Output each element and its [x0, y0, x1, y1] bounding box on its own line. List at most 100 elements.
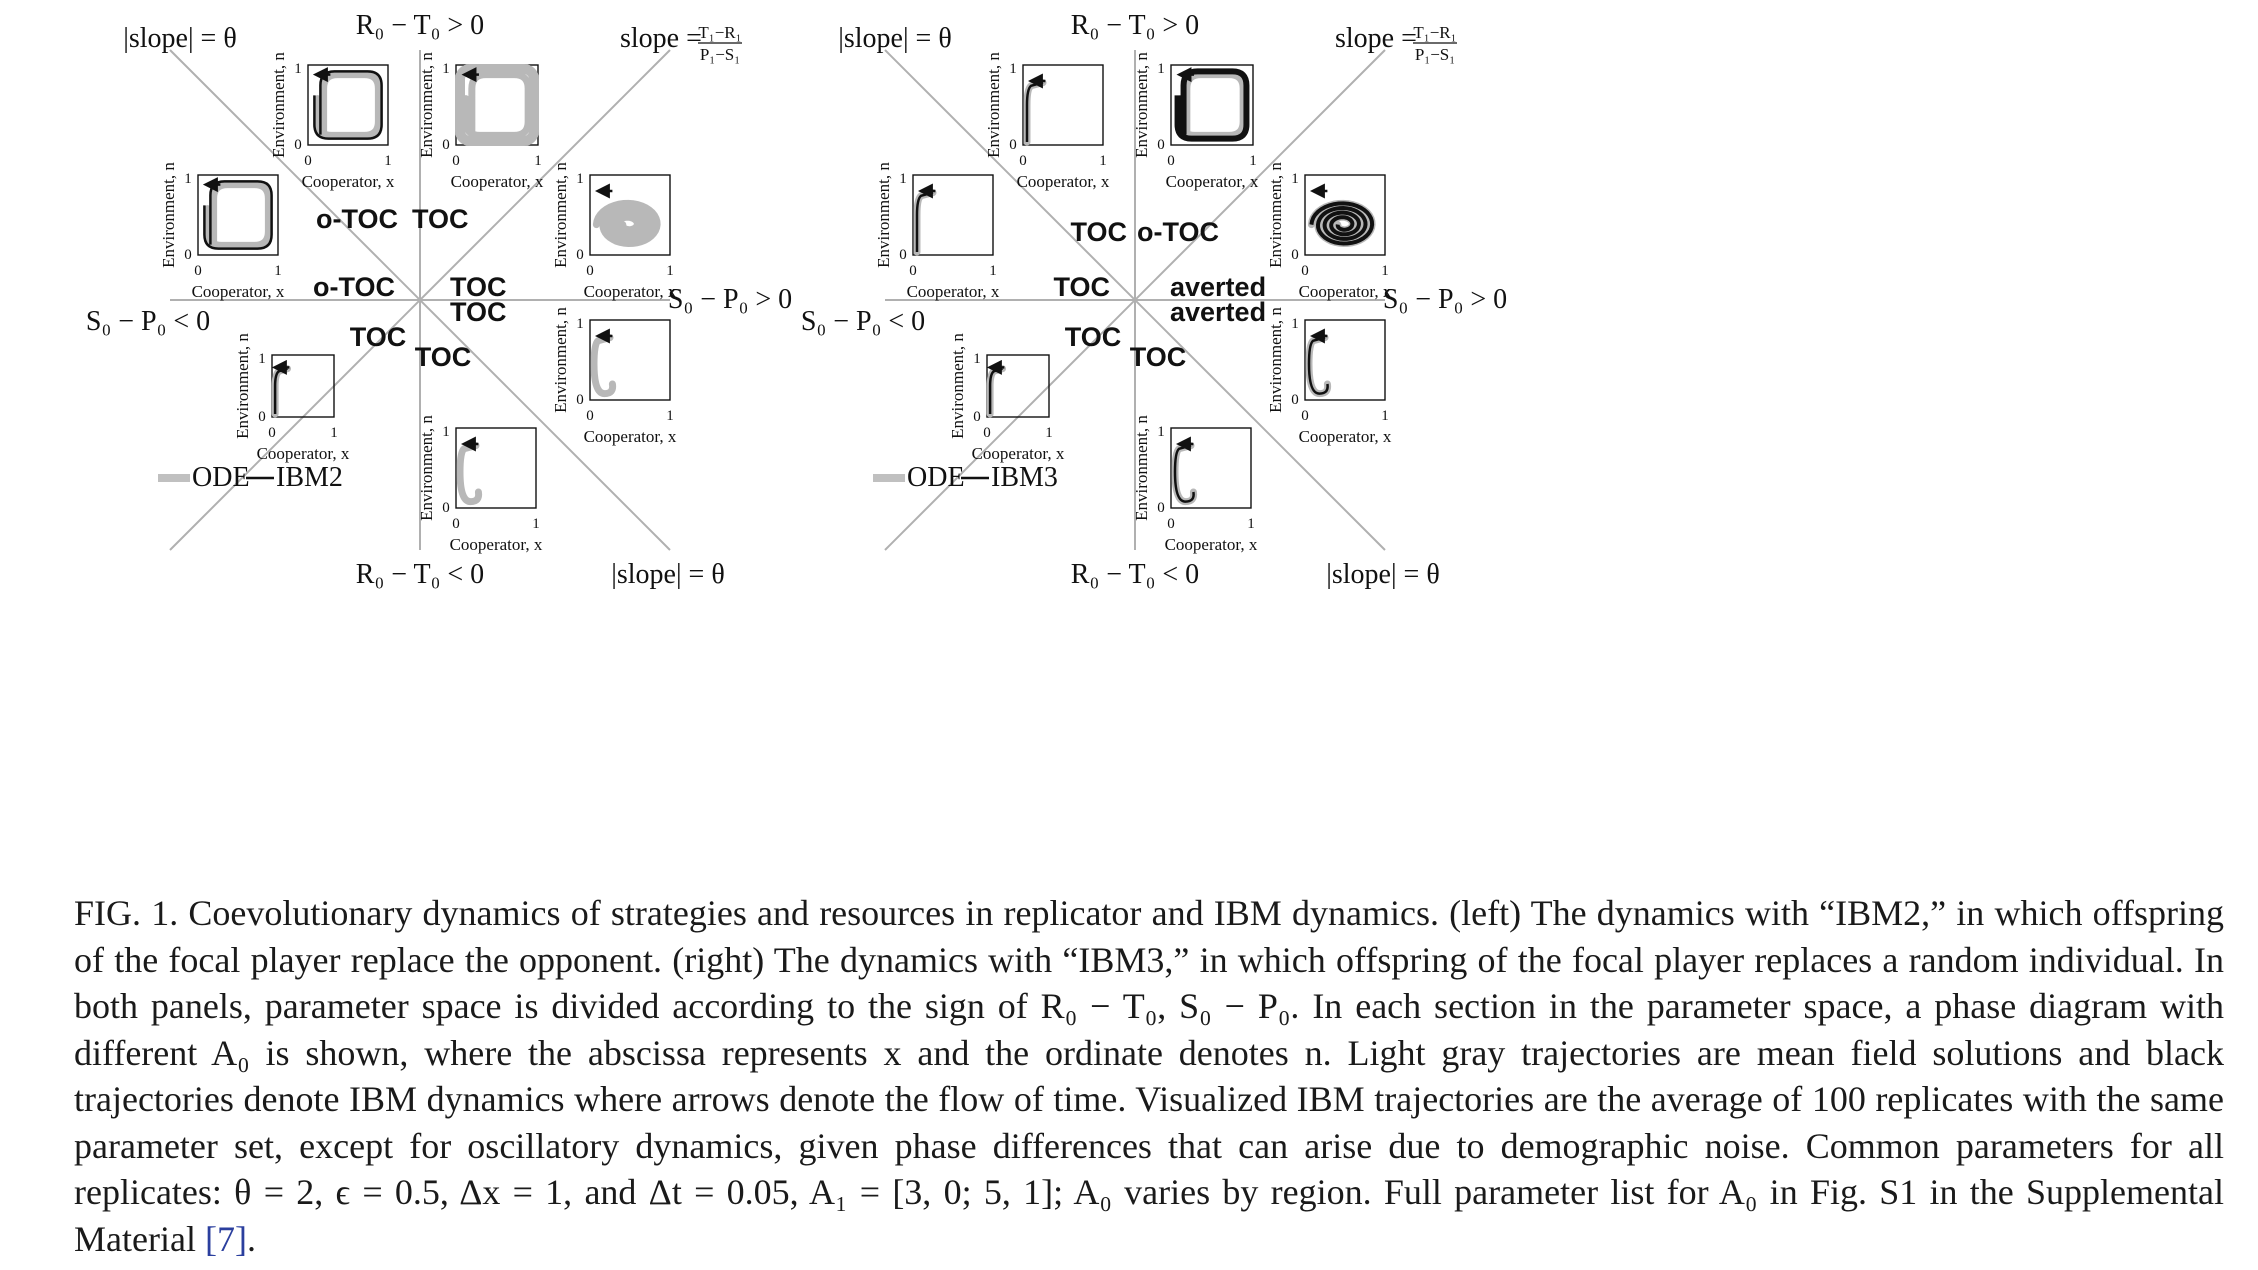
x-tick-1: 1 [1381, 408, 1389, 424]
y-axis-label: Environment, n [948, 333, 967, 439]
y-tick-0: 0 [576, 247, 584, 263]
legend-ibm-label: IBM2 [276, 462, 343, 493]
y-axis-label: Environment, n [233, 333, 252, 439]
x-tick-1: 1 [989, 263, 997, 279]
x-tick-1: 1 [1249, 153, 1257, 169]
x-tick-1: 1 [330, 425, 338, 441]
region-label: o-TOC [1137, 217, 1219, 247]
ibm-trajectory [1173, 444, 1195, 503]
x-axis-label: Cooperator, x [192, 282, 285, 301]
y-axis-label: Environment, n [551, 162, 570, 268]
inset-frame [912, 174, 994, 256]
bottom-axis-label: R₀ − T₀ < 0 [356, 559, 484, 590]
inset-frame [1170, 427, 1252, 509]
y-tick-1: 1 [1291, 316, 1299, 332]
slope-fraction-numerator: T₁−R₁ [1413, 23, 1456, 42]
x-axis-label: Cooperator, x [451, 172, 544, 191]
x-axis-label: Cooperator, x [1165, 535, 1258, 554]
x-tick-0: 0 [194, 263, 202, 279]
x-tick-0: 0 [983, 425, 991, 441]
x-axis-label: Cooperator, x [1299, 427, 1392, 446]
x-tick-0: 0 [586, 263, 594, 279]
panel-right: R₀ − T₀ > 0R₀ − T₀ < 0S₀ − P₀ < 0S₀ − P₀… [801, 10, 1507, 590]
slope-fraction-denominator: P₁−S₁ [700, 45, 740, 64]
x-tick-1: 1 [666, 408, 674, 424]
y-tick-0: 0 [442, 137, 450, 153]
y-axis-label: Environment, n [551, 307, 570, 413]
x-tick-0: 0 [268, 425, 276, 441]
ode-trajectory [592, 199, 661, 248]
x-tick-1: 1 [274, 263, 282, 279]
ode-trajectory [204, 181, 272, 249]
y-axis-label: Environment, n [1266, 307, 1285, 413]
x-tick-0: 0 [1301, 263, 1309, 279]
x-axis-label: Cooperator, x [257, 444, 350, 463]
left-axis-label: S₀ − P₀ < 0 [801, 306, 925, 337]
top-axis-label: R₀ − T₀ > 0 [356, 10, 484, 41]
x-tick-1: 1 [384, 153, 392, 169]
y-axis-label: Environment, n [159, 162, 178, 268]
y-tick-1: 1 [184, 171, 192, 187]
x-axis-label: Cooperator, x [1299, 282, 1392, 301]
x-tick-0: 0 [1167, 153, 1175, 169]
y-axis-label: Environment, n [269, 52, 288, 158]
region-label: TOC [1065, 322, 1122, 352]
x-axis-label: Cooperator, x [450, 535, 543, 554]
inset-frame [589, 174, 671, 256]
right-axis-label: S₀ − P₀ > 0 [1383, 284, 1507, 315]
diagonal-slope-ratio [884, 49, 1386, 551]
inset-frame [1304, 319, 1386, 401]
y-tick-0: 0 [1157, 500, 1165, 516]
region-label: TOC [1053, 272, 1110, 302]
region-label: averted [1170, 297, 1266, 327]
y-tick-0: 0 [576, 392, 584, 408]
inset-frame [1304, 174, 1386, 256]
region-label: TOC [412, 204, 469, 234]
y-tick-0: 0 [294, 137, 302, 153]
y-axis-label: Environment, n [1266, 162, 1285, 268]
x-axis-label: Cooperator, x [302, 172, 395, 191]
x-tick-0: 0 [304, 153, 312, 169]
y-tick-0: 0 [1291, 392, 1299, 408]
y-tick-1: 1 [1291, 171, 1299, 187]
ode-trajectory [590, 334, 617, 398]
reference-link[interactable]: [7] [204, 1218, 247, 1259]
diagonal-slope-ratio [169, 49, 671, 551]
figure: R₀ − T₀ > 0 R₀ − T₀ < 0 S₀ − P₀ < 0 S₀ − P₀… [86, 10, 1507, 590]
y-tick-1: 1 [442, 61, 450, 77]
region-label: TOC [1070, 217, 1127, 247]
region-label: TOC [450, 272, 507, 302]
x-tick-0: 0 [1167, 516, 1175, 532]
y-tick-1: 1 [294, 61, 302, 77]
y-tick-0: 0 [1291, 247, 1299, 263]
y-tick-1: 1 [258, 351, 266, 367]
region-label: o-TOC [316, 204, 398, 234]
x-axis-label: Cooperator, x [584, 427, 677, 446]
x-tick-0: 0 [452, 516, 460, 532]
panel-left: R₀ − T₀ > 0R₀ − T₀ < 0S₀ − P₀ < 0S₀ − P₀… [86, 10, 792, 590]
slope-fraction-denominator: P₁−S₁ [1415, 45, 1455, 64]
region-label: TOC [1130, 342, 1187, 372]
inset-frame [307, 64, 389, 146]
region-label: TOC [450, 297, 507, 327]
y-tick-0: 0 [973, 409, 981, 425]
x-tick-1: 1 [1381, 263, 1389, 279]
slope-label-top-left: |slope| = θ [123, 23, 237, 54]
slope-fraction-numerator: T₁−R₁ [698, 23, 741, 42]
slope-label-bottom-right: |slope| = θ [1326, 559, 1440, 590]
ode-band [455, 64, 539, 146]
y-tick-1: 1 [1157, 424, 1165, 440]
x-axis-label: Cooperator, x [972, 444, 1065, 463]
region-label: o-TOC [313, 272, 395, 302]
